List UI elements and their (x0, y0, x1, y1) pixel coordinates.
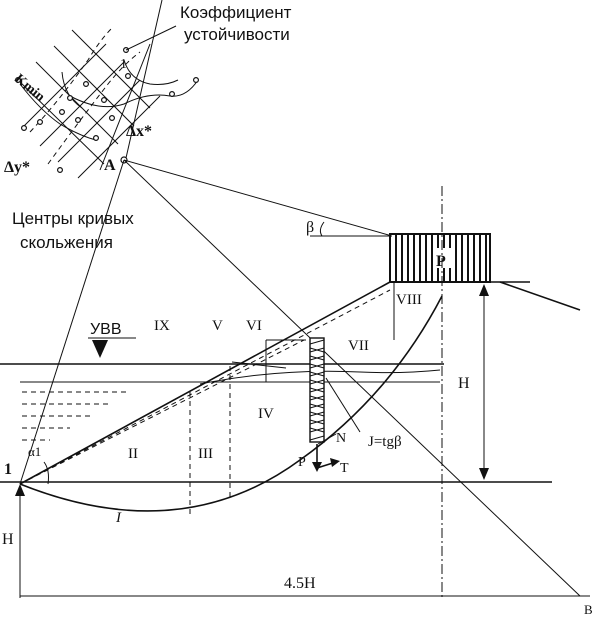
long-leader (125, 0, 163, 159)
uvv-label: УВВ (90, 321, 122, 338)
zone-iii-label: III (198, 446, 213, 462)
hatched-slice (309, 337, 325, 443)
beta-arc (319, 221, 325, 237)
beta-label: β (306, 219, 314, 236)
water-body (0, 363, 444, 441)
load-block (389, 233, 491, 283)
centers-leader (99, 43, 151, 171)
zone-ix-label: IX (154, 318, 170, 334)
safety-factor-leader (125, 25, 177, 51)
zone-viii-label: VIII (396, 292, 422, 308)
zone-vii-label: VII (348, 338, 369, 354)
zone-i-label: I (115, 510, 122, 526)
ray-a-to-load (123, 159, 393, 237)
alpha1-arc (43, 461, 49, 485)
embankment (19, 281, 490, 485)
zone-vi-label: VI (246, 318, 262, 334)
uvv-arrow (92, 340, 108, 358)
crest-right-slope (499, 281, 581, 311)
zone-iv-label: IV (258, 406, 274, 422)
safety-factor-label-1: Коэффициент (180, 3, 292, 22)
dim-h-left (15, 484, 25, 598)
zone-ii-label: II (128, 446, 138, 462)
dy-label: Δy* (4, 159, 30, 176)
point-a-label: A (104, 157, 116, 174)
point-b-label: B (584, 602, 593, 616)
ray-a-to-b (123, 159, 581, 597)
slice-lines (189, 282, 395, 516)
centers-label-1: Центры кривых (12, 209, 134, 228)
j-formula-label: J=tgβ (368, 434, 402, 450)
load-p-label: P (436, 253, 446, 270)
force-n-label: N (336, 431, 346, 446)
centers-grid (15, 27, 200, 179)
dim-h-right-label: H (458, 375, 470, 392)
dim-h-right (479, 284, 489, 480)
centers-label-2: скольжения (20, 233, 113, 252)
force-vectors (312, 377, 361, 472)
slip-circle (19, 295, 443, 512)
ray-a-to-toe (19, 159, 125, 485)
point-1-label: 1 (4, 461, 12, 478)
force-t-label: T (340, 461, 349, 476)
dim-45h-label: 4.5H (284, 575, 316, 592)
safety-factor-label-2: устойчивости (184, 25, 290, 44)
dx-label: Δx* (126, 123, 152, 140)
k-min-label: Kmin (11, 72, 47, 106)
alpha1-label: α1 (28, 444, 41, 459)
force-p-label: P (298, 455, 306, 470)
grid-one-label: 1 (120, 57, 127, 72)
zone-v-label: V (212, 318, 223, 334)
dim-h-left-label: H (2, 531, 14, 548)
